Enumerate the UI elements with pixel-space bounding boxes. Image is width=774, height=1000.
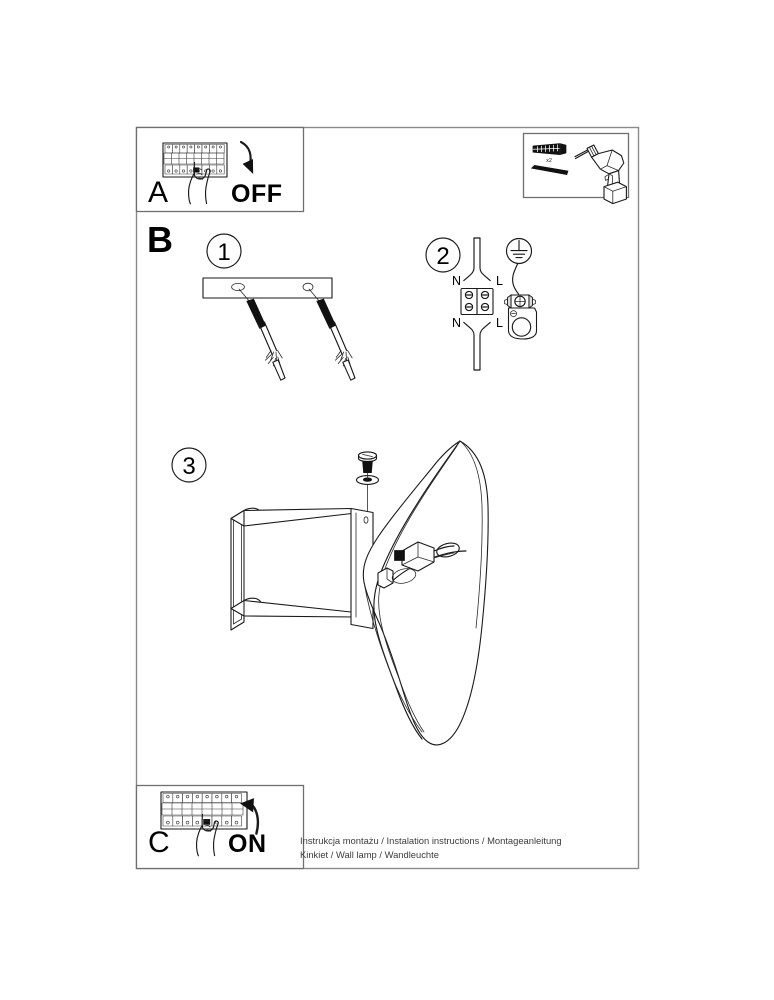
- curved-arrow-down-icon: [239, 140, 254, 175]
- section-a-action-label: OFF: [231, 180, 283, 208]
- step-1-number: 1: [217, 239, 230, 266]
- terminal-label-top-left: N: [452, 274, 461, 288]
- step-3-number: 3: [182, 453, 195, 480]
- tools-and-hardware-box: x2: [522, 132, 630, 205]
- screw-icon: [357, 451, 378, 473]
- earth-ground-symbol-icon: [505, 237, 533, 265]
- section-c-action-label: ON: [228, 830, 267, 858]
- step-2-badge: [425, 237, 461, 273]
- footer-line-1: Instrukcja montażu / Instalation instruc…: [300, 835, 562, 846]
- section-a-box: A OFF: [135, 126, 305, 213]
- footer-line-2: Kinkiet / Wall lamp / Wandleuchte: [300, 849, 439, 860]
- tools-quantity-label: x2: [546, 158, 552, 164]
- terminal-screws: [464, 290, 490, 312]
- wall-plug-anchor-icon: [532, 143, 567, 155]
- terminal-label-bottom-right: L: [496, 316, 503, 330]
- hand-pointing-icon: [195, 813, 219, 857]
- lamp-socket-icon: [504, 294, 538, 340]
- power-drill-icon: [574, 144, 627, 205]
- section-c-box: C ON: [135, 784, 305, 870]
- terminal-block-icon: [460, 237, 494, 371]
- terminal-label-bottom-left: N: [452, 316, 461, 330]
- circuit-breaker-panel-icon: [162, 142, 228, 178]
- step-3-mount-lamp-body: 3: [171, 440, 489, 746]
- step-1-ceiling-cable-preparation: 1: [202, 233, 356, 381]
- hand-pointing-icon: [187, 161, 211, 205]
- section-b-letter: B: [147, 219, 173, 260]
- cable-left: [238, 288, 286, 381]
- curved-arrow-up-icon: [240, 798, 260, 835]
- step-2-wiring-connection: 2 N L: [425, 237, 538, 371]
- wall-outlet-with-stripped-wires-icon: [202, 277, 356, 381]
- terminal-label-top-right: L: [496, 274, 503, 288]
- step-2-number: 2: [436, 243, 449, 270]
- section-a-letter: A: [148, 176, 168, 209]
- circuit-breaker-panel-icon: [160, 791, 248, 830]
- step-1-badge: [206, 233, 242, 269]
- wall-mounting-bracket-icon: [230, 507, 357, 631]
- cable-right: [308, 288, 356, 381]
- lamp-socket-icon: [377, 541, 460, 589]
- lamp-shade-icon: [362, 440, 489, 746]
- section-c-letter: C: [148, 826, 170, 859]
- screw-icon: [530, 165, 569, 175]
- sheet-outer-frame: [135, 126, 640, 870]
- wall-lamp-assembly-icon: [230, 440, 489, 746]
- step-3-badge: [171, 447, 207, 483]
